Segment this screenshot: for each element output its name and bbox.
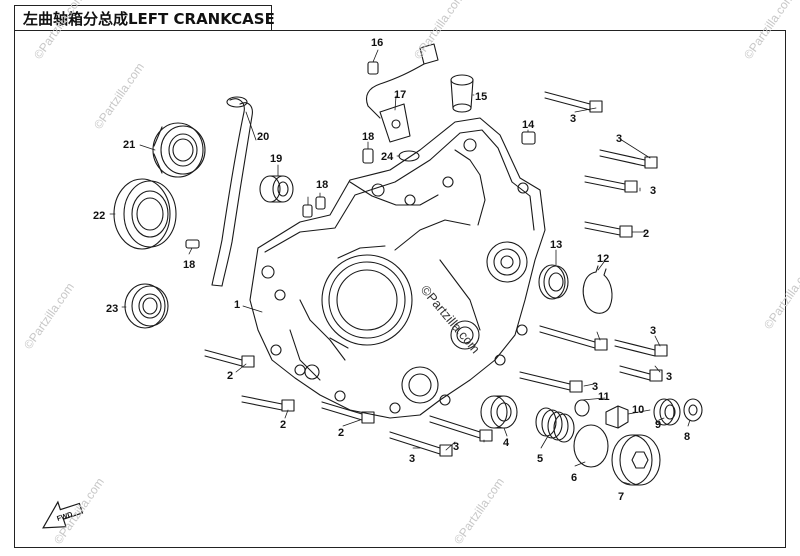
callout-18: 18 (316, 179, 328, 191)
callout-18: 18 (183, 259, 195, 271)
callout-17: 17 (394, 89, 406, 101)
bearing-22 (113, 178, 177, 250)
callout-3: 3 (409, 453, 415, 465)
callout-12: 12 (597, 253, 609, 265)
callout-3: 3 (592, 381, 598, 393)
callout-2: 2 (643, 228, 649, 240)
watermark-text: ©Partzilla.com (741, 0, 797, 62)
bearing-9 (653, 398, 681, 426)
callout-3: 3 (616, 133, 622, 145)
plug-10 (605, 405, 629, 429)
spring-5 (535, 407, 575, 443)
callout-9: 9 (655, 419, 661, 431)
watermark-text-center: ©Partzilla.com (418, 282, 483, 356)
watermark-text: ©Partzilla.com (451, 475, 507, 547)
callout-2: 2 (280, 419, 286, 431)
bearing-21 (152, 122, 206, 178)
o-ring-24 (398, 150, 420, 162)
callout-numbers: 1 2 2 2 2 3 3 3 3 3 3 3 3 4 5 6 7 8 9 10… (93, 37, 690, 503)
circlip-12 (582, 265, 613, 314)
sleeve-15 (450, 74, 474, 113)
callout-13: 13 (550, 239, 562, 251)
seal-8 (683, 398, 703, 422)
watermark-text: ©Partzilla.com (31, 0, 87, 62)
watermark-text: ©Partzilla.com (411, 0, 467, 62)
callout-8: 8 (684, 431, 690, 443)
cap-7 (611, 434, 661, 486)
forward-arrow-icon: FWD (42, 500, 84, 529)
callout-23: 23 (106, 303, 118, 315)
callout-6: 6 (571, 472, 577, 484)
callout-2: 2 (338, 427, 344, 439)
callout-10: 10 (632, 404, 644, 416)
diagram-title: 左曲轴箱分总成LEFT CRANKCASE (14, 5, 275, 31)
bushing-4 (480, 395, 518, 429)
diagram-frame (14, 30, 786, 548)
watermark-text: ©Partzilla.com (91, 60, 147, 132)
callout-5: 5 (537, 453, 543, 465)
seal-13 (538, 264, 569, 300)
bearing-23 (124, 283, 169, 329)
bolts-3-mid (519, 325, 668, 393)
forward-arrow-label: FWD (56, 511, 73, 523)
callout-3: 3 (570, 113, 576, 125)
callout-22: 22 (93, 210, 105, 222)
washer-11 (574, 399, 590, 417)
callout-3: 3 (453, 441, 459, 453)
callout-1: 1 (234, 299, 240, 311)
sensor-17 (365, 43, 439, 143)
bolts-left (204, 349, 493, 457)
callout-21: 21 (123, 139, 135, 151)
callout-16: 16 (371, 37, 383, 49)
plug-14 (521, 131, 536, 145)
callout-4: 4 (503, 437, 510, 449)
leader-lines (109, 49, 691, 485)
callout-3: 3 (650, 185, 656, 197)
callout-3: 3 (650, 325, 656, 337)
callout-2: 2 (227, 370, 233, 382)
callout-14: 14 (522, 119, 535, 131)
watermark-text: ©Partzilla.com (761, 260, 800, 332)
crankcase-body (249, 117, 546, 419)
callout-19: 19 (270, 153, 282, 165)
bolts-2-right (584, 221, 633, 238)
callout-3: 3 (666, 371, 672, 383)
callout-7: 7 (618, 491, 624, 503)
o-ring-6 (573, 424, 609, 468)
bushing-19 (259, 175, 294, 203)
callout-24: 24 (381, 151, 394, 163)
callout-18: 18 (362, 131, 374, 143)
callout-15: 15 (475, 91, 487, 103)
callout-11: 11 (598, 391, 610, 403)
watermark-text: ©Partzilla.com (21, 280, 77, 352)
breather-tube-20 (211, 96, 253, 287)
callout-20: 20 (257, 131, 269, 143)
bolts-3-top (544, 91, 658, 193)
